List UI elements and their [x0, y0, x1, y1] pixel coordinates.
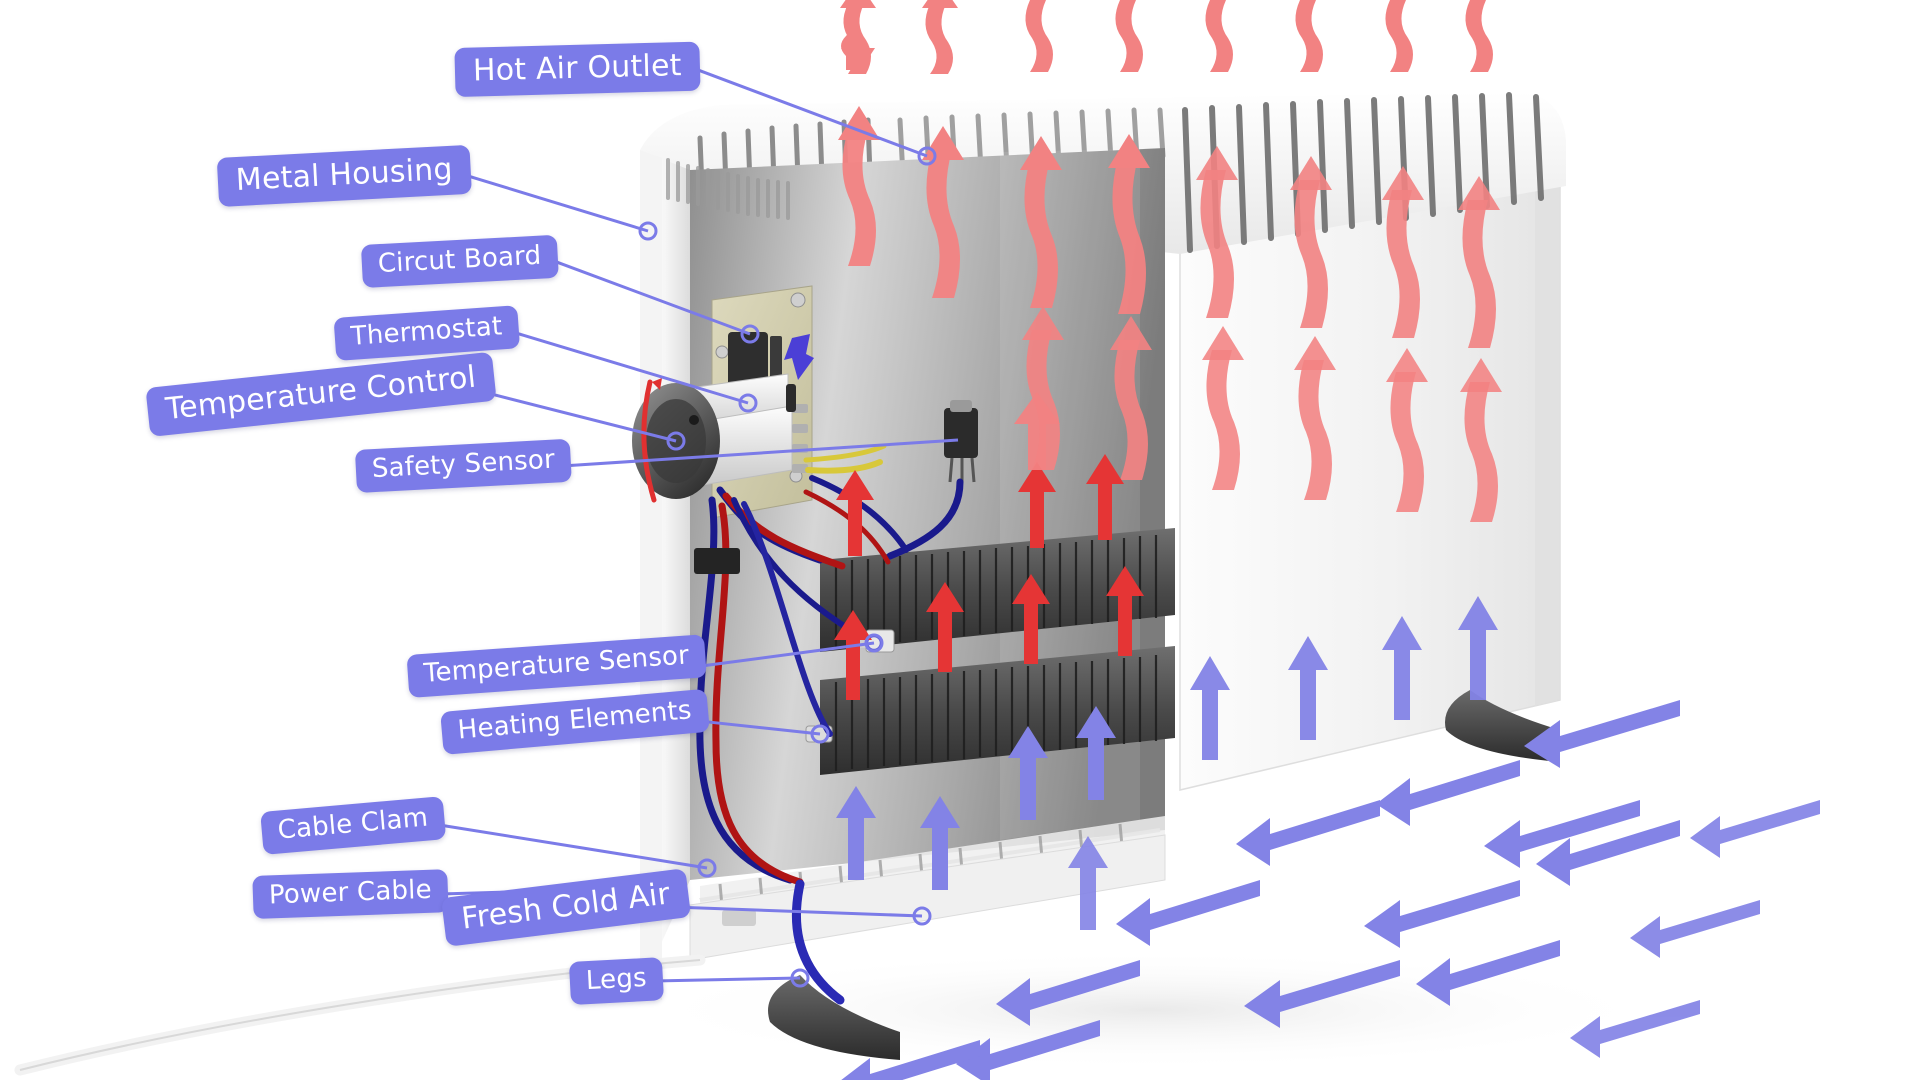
callout-label-power-cable[interactable]: Power Cable	[252, 869, 449, 919]
safety-sensor-part	[944, 408, 978, 458]
callout-label-legs[interactable]: Legs	[568, 957, 664, 1005]
cold-air-arrows	[836, 596, 1820, 1080]
leg-front	[768, 975, 900, 1060]
callout-label-hot-air-outlet[interactable]: Hot Air Outlet	[454, 41, 701, 97]
